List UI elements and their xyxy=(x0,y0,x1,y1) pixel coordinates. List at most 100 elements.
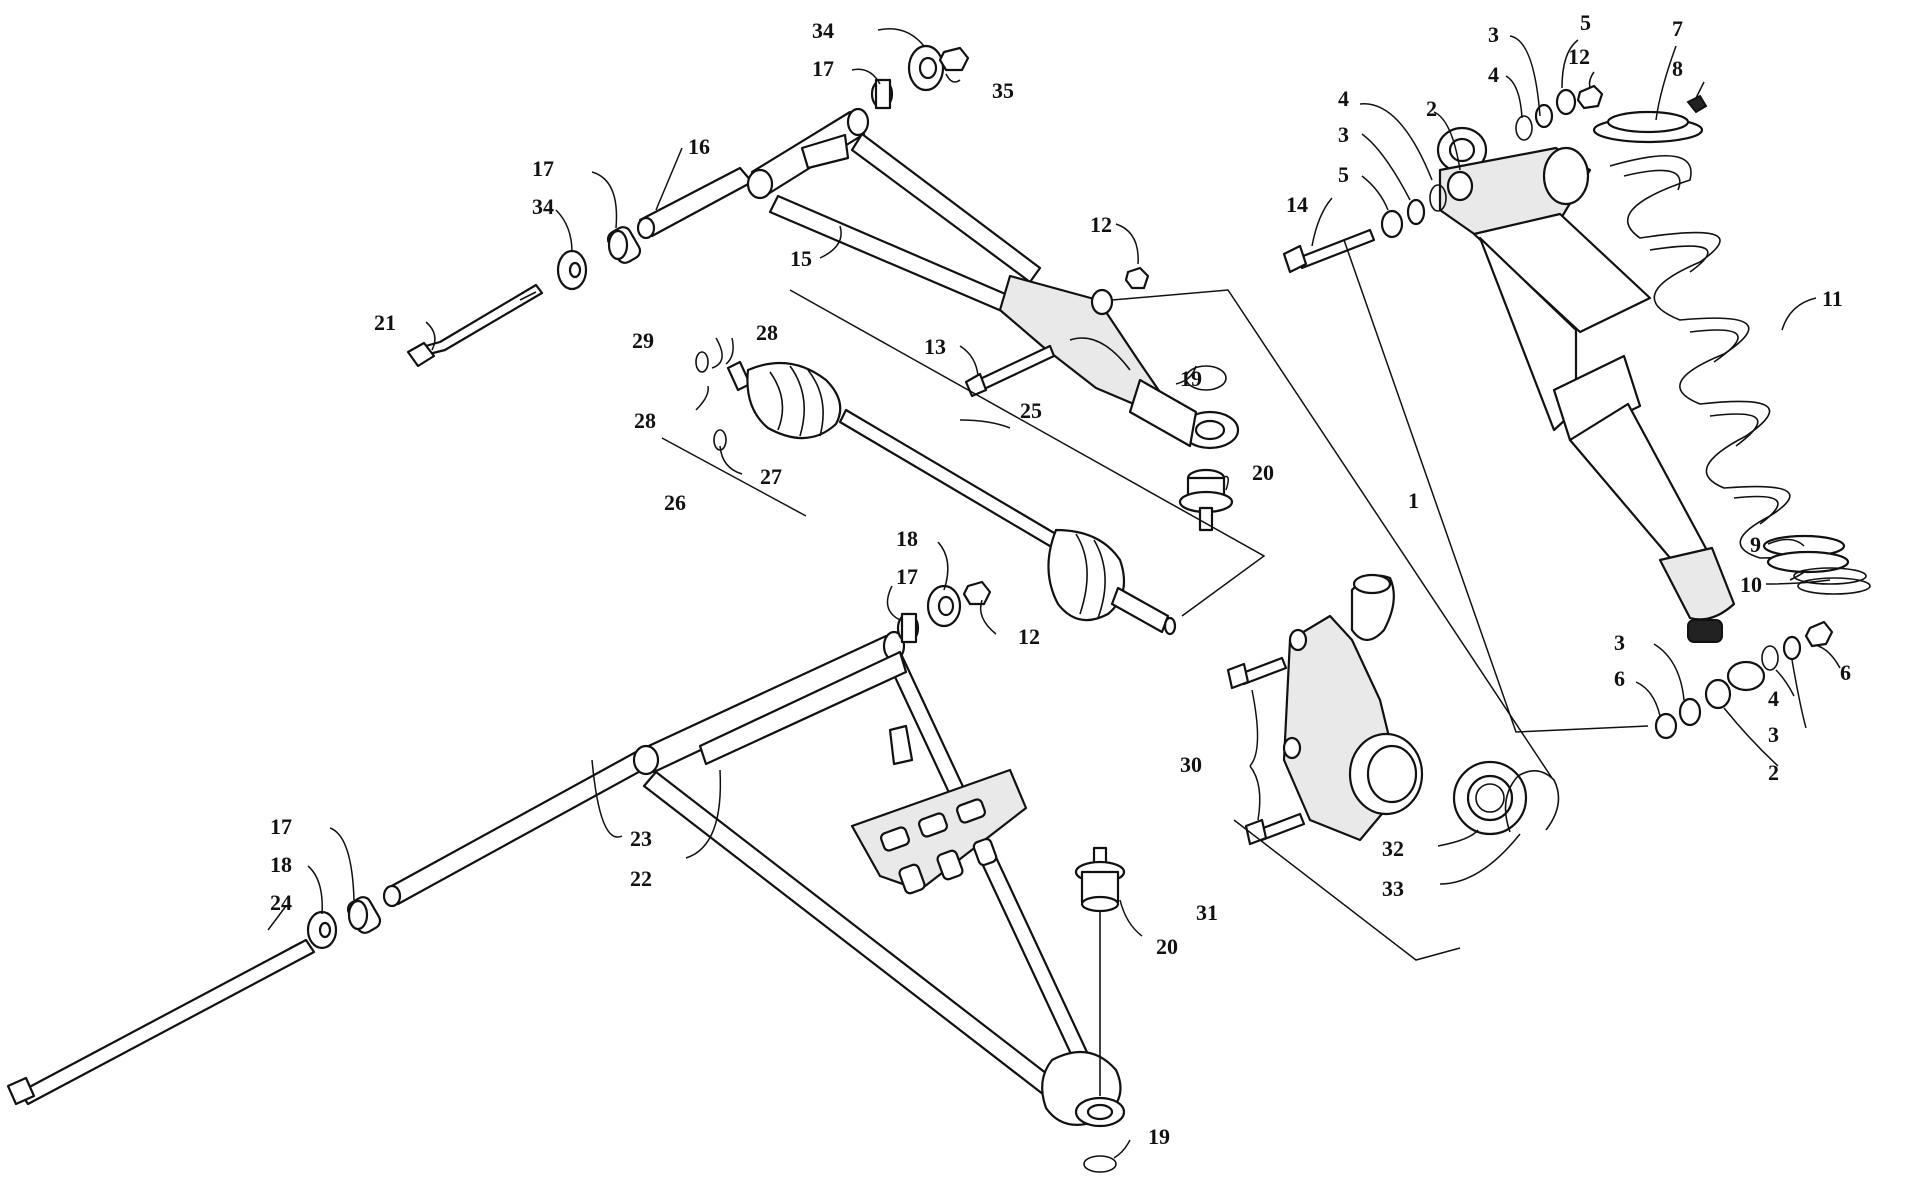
retaining-ring-19-upper xyxy=(1185,365,1227,391)
bolt-30-upper xyxy=(1226,656,1288,690)
nut-35 xyxy=(938,46,970,72)
cv-axle-25 xyxy=(726,360,1177,636)
callout-28-mid: 28 xyxy=(634,408,656,433)
callout-17-mid: 17 xyxy=(896,564,918,589)
spring-seat-7 xyxy=(1592,110,1704,144)
bolt-13 xyxy=(964,344,1056,398)
callout-8: 8 xyxy=(1672,56,1683,81)
bolt-21 xyxy=(406,283,544,368)
callout-6-bottom-left: 6 xyxy=(1614,666,1625,691)
knuckle-31 xyxy=(1282,573,1424,842)
callout-12-lower: 12 xyxy=(1018,624,1040,649)
callout-3-left: 3 xyxy=(1338,122,1349,147)
callout-2-top: 2 xyxy=(1426,96,1437,121)
callout-32: 32 xyxy=(1382,836,1404,861)
washer-3-bottom-right xyxy=(1782,635,1802,661)
callout-23: 23 xyxy=(630,826,652,851)
nut-12-lower xyxy=(962,580,992,606)
bearing-32 xyxy=(1452,760,1528,836)
sleeve-23 xyxy=(386,750,648,906)
ball-joint-20-lower xyxy=(1074,846,1126,913)
washer-6-bottom-left xyxy=(1654,712,1678,740)
callout-7: 7 xyxy=(1672,16,1683,41)
ring-4-top-left xyxy=(1429,184,1447,212)
callout-14: 14 xyxy=(1286,192,1308,217)
callout-21: 21 xyxy=(374,310,396,335)
callout-30: 30 xyxy=(1180,752,1202,777)
callout-20-lower: 20 xyxy=(1156,934,1178,959)
sleeve-16 xyxy=(638,166,754,238)
bushing-17-lower-right xyxy=(896,612,920,644)
bracket-1-upper xyxy=(1111,289,1553,779)
shock-body xyxy=(1436,126,1736,643)
callout-5-top: 5 xyxy=(1580,10,1591,35)
callout-29: 29 xyxy=(632,328,654,353)
callout-4-left: 4 xyxy=(1338,86,1349,111)
snap-ring-29 xyxy=(695,351,709,373)
lower-a-arm-assembly xyxy=(6,580,1126,1173)
ring-4-bottom xyxy=(1761,645,1779,671)
nut-12-shock xyxy=(1576,84,1604,110)
callout-1: 1 xyxy=(1408,488,1419,513)
bushing-2-top xyxy=(1446,170,1474,202)
spring-collar-10 xyxy=(1793,567,1871,595)
callout-26: 26 xyxy=(664,490,686,515)
callout-17-top: 17 xyxy=(812,56,834,81)
bolt-24 xyxy=(6,938,316,1106)
callout-3-bottom: 3 xyxy=(1768,722,1779,747)
bracket-25 xyxy=(789,289,1266,617)
callout-24: 24 xyxy=(270,890,292,915)
washer-5-top-right xyxy=(1555,88,1577,116)
bolt-14 xyxy=(1296,228,1376,270)
leaders xyxy=(267,28,1841,1159)
bushing-17-lower-left xyxy=(346,896,382,934)
callout-28-top: 28 xyxy=(756,320,778,345)
callout-20-upper: 20 xyxy=(1252,460,1274,485)
callout-16: 16 xyxy=(688,134,710,159)
callout-17-lower: 17 xyxy=(270,814,292,839)
nut-6-bottom xyxy=(1804,620,1834,648)
callout-4-bottom: 4 xyxy=(1768,686,1779,711)
ball-joint-20-upper xyxy=(1178,468,1234,532)
callout-17-left: 17 xyxy=(532,156,554,181)
callout-18-lower: 18 xyxy=(270,852,292,877)
callout-labels: 34 17 35 16 17 34 21 15 12 13 19 20 29 2… xyxy=(270,10,1851,1149)
callout-34-top: 34 xyxy=(812,18,834,43)
bracket-26 xyxy=(661,437,807,517)
callout-5-left: 5 xyxy=(1338,162,1349,187)
bracket-1 xyxy=(1343,239,1649,733)
callout-15: 15 xyxy=(790,246,812,271)
ring-4-top-right xyxy=(1515,115,1533,141)
nut-12-upper xyxy=(1124,266,1150,290)
callout-9: 9 xyxy=(1750,532,1761,557)
callout-10: 10 xyxy=(1740,572,1762,597)
callout-19-upper: 19 xyxy=(1180,366,1202,391)
washer-3-bottom-left xyxy=(1678,697,1702,727)
callout-12-upper: 12 xyxy=(1090,212,1112,237)
callout-35: 35 xyxy=(992,78,1014,103)
callout-34-left: 34 xyxy=(532,194,554,219)
lower-a-arm-22 xyxy=(632,630,1126,1128)
bolt-30-lower xyxy=(1244,812,1306,846)
callout-12-shock: 12 xyxy=(1568,44,1590,69)
upper-a-arm-15 xyxy=(746,107,1240,450)
callout-27: 27 xyxy=(760,464,782,489)
washer-3-top-right xyxy=(1534,103,1554,129)
bushing-17-left xyxy=(606,226,642,264)
bracket-31 xyxy=(1233,819,1461,961)
callout-22: 22 xyxy=(630,866,652,891)
callout-33: 33 xyxy=(1382,876,1404,901)
washer-5-top-left xyxy=(1380,209,1404,239)
fitting-8 xyxy=(1686,94,1708,114)
callout-4-top: 4 xyxy=(1488,62,1499,87)
callout-11: 11 xyxy=(1822,286,1843,311)
upper-a-arm-assembly xyxy=(406,44,1240,532)
drive-axle-assembly xyxy=(695,351,1177,636)
callout-25: 25 xyxy=(1020,398,1042,423)
callout-6-bottom-right: 6 xyxy=(1840,660,1851,685)
bushing-17-top xyxy=(870,78,894,110)
callout-3-top: 3 xyxy=(1488,22,1499,47)
retaining-ring-19-lower xyxy=(1083,1155,1117,1173)
callout-13: 13 xyxy=(924,334,946,359)
